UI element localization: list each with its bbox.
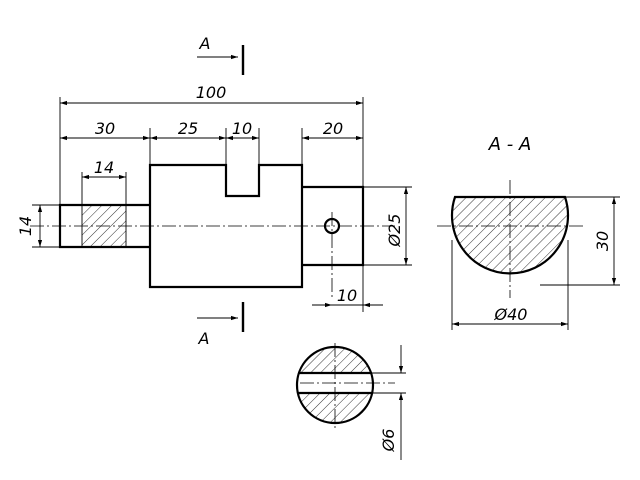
left-step-hatch: [82, 205, 126, 247]
right-step-outline: [302, 185, 365, 267]
dim-30: 30: [95, 119, 115, 138]
shaft-front-view: [30, 163, 395, 300]
left-step-outline: [58, 203, 150, 249]
section-arrow-bottom: [197, 302, 245, 332]
dim-overall-100: 100: [196, 83, 227, 102]
dim-height-14: 14: [16, 216, 35, 236]
section-arrow-top: [197, 45, 245, 75]
section-a-a-view: [437, 180, 620, 330]
dim-10-slot: 10: [232, 119, 252, 138]
dim-dia-6: Ø6: [379, 429, 398, 453]
dim-flat-30: 30: [593, 231, 612, 251]
top-dimensions: [59, 97, 364, 205]
dim-20: 20: [323, 119, 343, 138]
dim-14-hatch: 14: [94, 158, 114, 177]
section-title: A - A: [488, 134, 532, 155]
dim-dia-40: Ø40: [494, 305, 528, 324]
dim-25: 25: [178, 119, 198, 138]
dim-hole-10: 10: [337, 286, 357, 305]
dim-dia-25: Ø25: [385, 214, 404, 248]
section-label-top: A: [199, 34, 211, 53]
hole-position-dimension: [312, 265, 383, 312]
left-height-dimension: [32, 204, 60, 248]
hole-detail-view: [295, 343, 406, 460]
section-label-bottom: A: [198, 329, 210, 348]
dia25-dimension: [363, 186, 412, 266]
